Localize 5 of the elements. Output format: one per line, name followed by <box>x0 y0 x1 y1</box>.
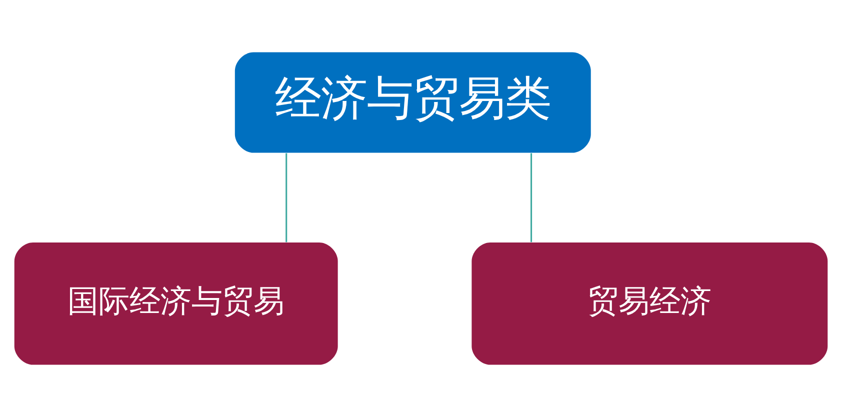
node-box: 贸易经济 <box>472 242 828 364</box>
node-box: 经济与贸易类 <box>234 52 591 152</box>
node-box: 国际经济与贸易 <box>14 242 338 364</box>
connector <box>530 152 532 242</box>
connector <box>286 152 288 242</box>
